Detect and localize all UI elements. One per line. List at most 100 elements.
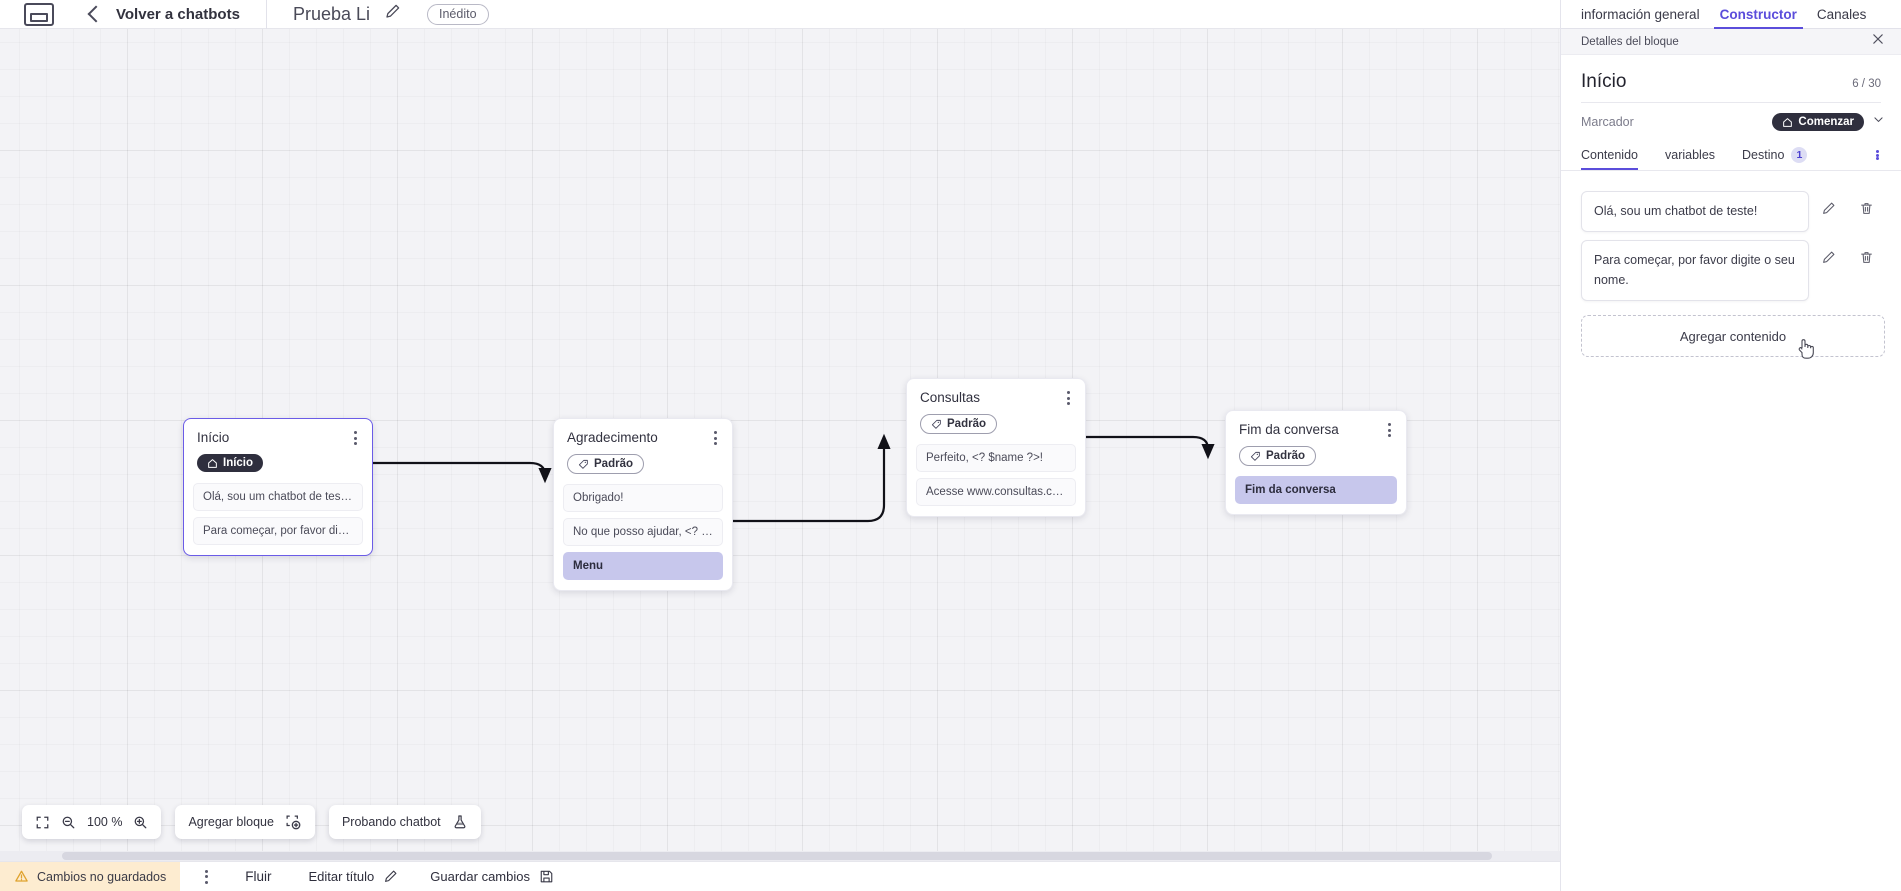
delete-content-icon[interactable] [1847, 191, 1885, 216]
canvas-toolbar: 100 % Agregar bloque Probando chatbot [22, 805, 481, 839]
block-title: Início [1581, 71, 1627, 92]
test-chatbot-label: Probando chatbot [341, 815, 441, 829]
status-badge: Inédito [427, 3, 489, 25]
home-icon [1783, 117, 1793, 127]
node-title: Consultas [920, 390, 981, 405]
tab-destino-badge: 1 [1791, 147, 1808, 163]
panel-tabs: información general Constructor Canales [1561, 0, 1901, 29]
flow-node-consultas[interactable]: Consultas Padrão Perfeito, <? $name ?>! … [906, 378, 1086, 517]
edit-title-pencil-icon[interactable] [384, 3, 401, 25]
tab-destino[interactable]: Destino 1 [1742, 147, 1820, 170]
edit-title-label: Editar título [308, 869, 375, 884]
panel-subheader: Detalles del bloque [1561, 29, 1901, 55]
document-title: Prueba Li [292, 3, 370, 24]
node-title: Fim da conversa [1239, 422, 1339, 437]
node-title: Agradecimento [567, 430, 658, 445]
content-item: Para começar, por favor digite o seu nom… [1581, 240, 1885, 302]
panel-content-list: Olá, sou um chatbot de teste! Para começ… [1561, 171, 1901, 302]
node-message[interactable]: Olá, sou um chatbot de teste! [193, 482, 363, 511]
add-block-icon [285, 814, 302, 831]
back-chevron-icon[interactable] [87, 5, 105, 23]
pencil-icon [385, 870, 397, 882]
zoom-out-icon[interactable] [61, 815, 76, 830]
edit-title-button[interactable]: Editar título [301, 864, 407, 889]
app-logo-icon[interactable] [24, 2, 54, 26]
flow-node-agradecimento[interactable]: Agradecimento Padrão Obrigado! No que po… [553, 418, 733, 591]
node-menu-button[interactable] [1060, 389, 1076, 407]
tab-contenido[interactable]: Contenido [1581, 148, 1651, 170]
node-message[interactable]: Acesse www.consultas.com par... [916, 477, 1076, 506]
tab-variables-label: variables [1665, 148, 1716, 162]
marker-value-group: Comenzar [1772, 113, 1885, 131]
close-icon[interactable] [1871, 32, 1885, 51]
back-to-chatbots-link[interactable]: Volver a chatbots [116, 5, 240, 23]
node-body: Olá, sou um chatbot de teste! Para começ… [184, 482, 372, 555]
tab-destino-label: Destino [1742, 148, 1785, 162]
marker-row: Marcador Comenzar [1561, 103, 1901, 141]
delete-content-icon[interactable] [1847, 240, 1885, 265]
node-menu-button[interactable] [1381, 421, 1397, 439]
node-header: Agradecimento Padrão [554, 419, 732, 484]
header-divider [265, 0, 267, 29]
test-chatbot-button[interactable]: Probando chatbot [328, 805, 481, 839]
tab-fluir[interactable]: Fluir [232, 863, 284, 891]
zoom-controls: 100 % [22, 805, 162, 839]
canvas-hscrollbar-thumb[interactable] [62, 852, 1492, 860]
node-header: Fim da conversa Padrão [1226, 411, 1406, 476]
content-item-text[interactable]: Para começar, por favor digite o seu nom… [1581, 240, 1809, 302]
node-chip-default: Padrão [920, 414, 997, 434]
top-bar: Volver a chatbots Prueba Li Inédito [0, 0, 1560, 29]
save-changes-button[interactable]: Guardar cambios [422, 864, 562, 889]
zoom-in-icon[interactable] [133, 815, 148, 830]
flow-node-fim-da-conversa[interactable]: Fim da conversa Padrão Fim da conversa [1225, 410, 1407, 515]
node-message[interactable]: Obrigado! [563, 483, 723, 512]
save-changes-label: Guardar cambios [430, 869, 530, 884]
tab-informacion-general[interactable]: información general [1581, 7, 1700, 22]
node-menu-button[interactable] [347, 429, 363, 447]
block-count: 6 / 30 [1852, 78, 1881, 90]
node-chip-label: Padrão [1266, 450, 1305, 462]
save-disk-icon [540, 870, 553, 883]
zoom-level-label: 100 % [87, 815, 123, 829]
node-message[interactable]: Para começar, por favor digite o ... [193, 516, 363, 545]
marker-badge[interactable]: Comenzar [1772, 113, 1864, 131]
node-message-menu[interactable]: Menu [563, 551, 723, 580]
marker-badge-label: Comenzar [1798, 116, 1854, 128]
unsaved-changes-banner: Cambios no guardados [0, 861, 181, 891]
node-chip-default: Padrão [567, 454, 644, 474]
flow-canvas[interactable]: Início Início Olá, sou um chatbot de tes… [0, 29, 1560, 861]
edit-content-icon[interactable] [1809, 240, 1847, 265]
node-message[interactable]: Perfeito, <? $name ?>! [916, 443, 1076, 472]
panel-inner-tabs: Contenido variables Destino 1 [1561, 141, 1901, 171]
add-content-button[interactable]: Agregar contenido [1581, 315, 1885, 358]
flow-node-inicio[interactable]: Início Início Olá, sou um chatbot de tes… [183, 418, 373, 556]
add-block-button[interactable]: Agregar bloque [175, 805, 315, 839]
statusbar-menu-button[interactable] [198, 869, 214, 885]
block-title-row: Início 6 / 30 [1561, 55, 1901, 102]
node-chip-label: Início [223, 457, 254, 469]
mouse-cursor-pointer [1798, 339, 1814, 359]
flask-icon [452, 814, 468, 830]
tab-canales[interactable]: Canales [1816, 7, 1867, 22]
node-menu-button[interactable] [707, 429, 723, 447]
chevron-down-icon[interactable] [1872, 113, 1885, 131]
tab-variables[interactable]: variables [1665, 148, 1728, 169]
warning-icon [15, 870, 28, 882]
panel-more-menu-button[interactable] [1869, 150, 1885, 167]
edit-content-icon[interactable] [1809, 191, 1847, 216]
tab-constructor[interactable]: Constructor [1710, 7, 1807, 29]
node-header: Início Início [184, 419, 372, 483]
content-item: Olá, sou um chatbot de teste! [1581, 191, 1885, 233]
node-body: Obrigado! No que posso ajudar, <? $name … [554, 483, 732, 590]
tab-contenido-label: Contenido [1581, 148, 1638, 162]
canvas-hscrollbar-track[interactable] [0, 851, 1560, 861]
node-message-end[interactable]: Fim da conversa [1235, 475, 1397, 504]
content-item-text[interactable]: Olá, sou um chatbot de teste! [1581, 191, 1809, 233]
status-bar: Cambios no guardados Fluir Editar título… [0, 861, 1560, 891]
right-panel: información general Constructor Canales … [1560, 0, 1901, 891]
node-chip-default: Padrão [1239, 446, 1316, 466]
node-body: Fim da conversa [1226, 475, 1406, 514]
fit-screen-icon[interactable] [35, 815, 50, 830]
node-message[interactable]: No que posso ajudar, <? $name ... [563, 517, 723, 546]
